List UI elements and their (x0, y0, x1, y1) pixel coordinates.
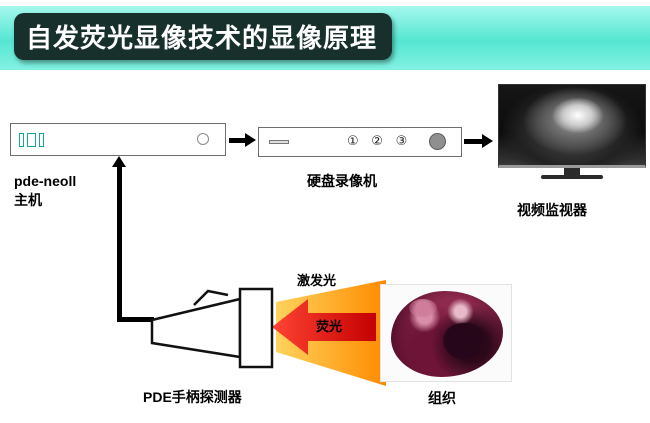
record-knob-icon (429, 133, 446, 150)
page-title-box: 自发荧光显像技术的显像原理 (14, 13, 392, 60)
front-panel-display-icon (19, 132, 44, 147)
fluorescence-label: 荧光 (316, 319, 343, 334)
arrow-main-to-recorder-shaft (229, 138, 246, 143)
recorder-label: 硬盘录像机 (307, 173, 377, 189)
probe-device (150, 287, 274, 369)
probe-trigger-icon (193, 289, 229, 306)
tissue-image (380, 284, 512, 382)
recorder-button-2: ② (371, 133, 383, 148)
video-monitor (498, 84, 646, 179)
arrow-probe-to-main-head-icon (112, 156, 126, 167)
probe-handle (150, 297, 242, 359)
arrow-main-to-recorder-head-icon (245, 133, 256, 147)
monitor-stand-neck (564, 168, 580, 175)
recorder-button-1: ① (347, 133, 359, 148)
disc-slot-icon (269, 140, 289, 144)
page-title: 自发荧光显像技术的显像原理 (26, 23, 378, 53)
tissue-label: 组织 (428, 390, 456, 406)
excitation-label: 激发光 (297, 273, 337, 288)
cable-vertical-shaft (117, 167, 122, 322)
recorder-button-3: ③ (395, 133, 408, 148)
arrow-recorder-to-monitor-head-icon (482, 134, 493, 148)
power-button-icon (197, 133, 209, 145)
monitor-label: 视频监视器 (517, 202, 587, 218)
main-unit-type: 主机 (14, 192, 42, 208)
main-unit-device (10, 123, 226, 156)
cable-horizontal-shaft (117, 317, 154, 322)
arrow-recorder-to-monitor-shaft (464, 139, 483, 144)
tissue-blob-dark-region (443, 323, 485, 359)
main-unit-name: pde-neoll (14, 173, 77, 189)
monitor-stand-base (541, 175, 603, 179)
fluorescence-arrow (272, 299, 376, 355)
main-unit-label: pde-neoll 主机 (14, 172, 76, 210)
recorder-buttons: ① ② ③ (347, 133, 416, 149)
probe-tip (238, 287, 274, 369)
tissue-blob-highlight (409, 299, 437, 317)
fluorescence-arrow-shape (272, 299, 376, 355)
probe-label: PDE手柄探测器 (143, 389, 242, 405)
recorder-device: ① ② ③ (258, 127, 462, 157)
monitor-screen-image (498, 84, 646, 168)
